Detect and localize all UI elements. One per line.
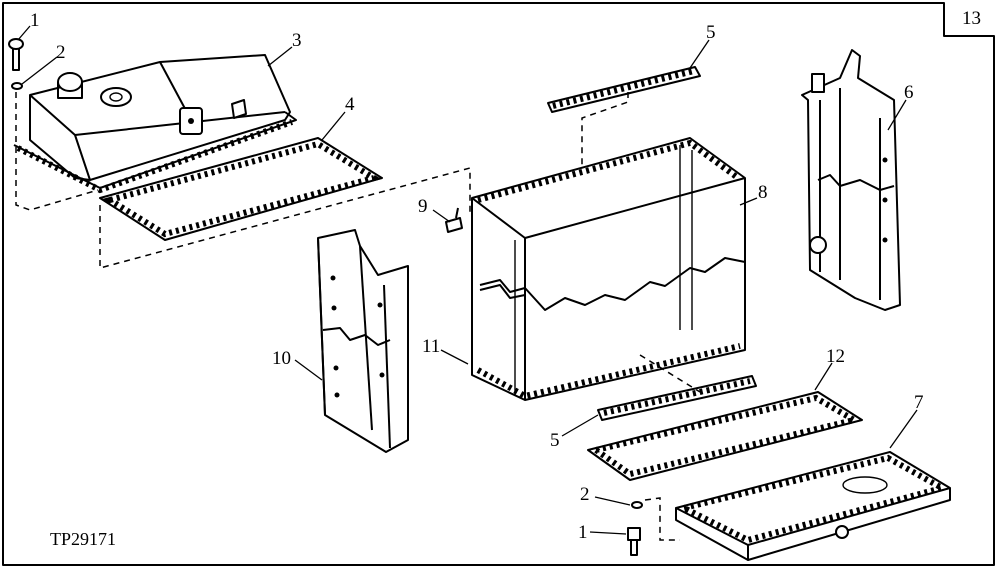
- callout-10: 10: [272, 348, 291, 369]
- callout-11: 11: [422, 336, 440, 357]
- seal-strip-top: [547, 66, 701, 113]
- seal-strip-bottom: [597, 375, 757, 421]
- dash-bolt-top: [15, 92, 99, 211]
- callout-2-bottom: 2: [580, 484, 590, 505]
- callout-13: 13: [962, 8, 981, 29]
- callout-2-top: 2: [56, 42, 66, 63]
- dash-core-strip: [639, 354, 701, 393]
- dash-bolt-bottom: [644, 497, 680, 541]
- callout-1-bottom: 1: [578, 522, 588, 543]
- callout-5-bottom: 5: [550, 430, 560, 451]
- side-panel-left: [317, 229, 409, 453]
- bottom-tank: [675, 451, 951, 561]
- dash-gasket-tank: [99, 167, 471, 269]
- bolt-top: [8, 38, 24, 90]
- callout-7: 7: [914, 392, 924, 413]
- side-panel-right: [801, 49, 901, 311]
- callout-12: 12: [826, 346, 845, 367]
- nut-9: [445, 207, 463, 233]
- callout-4: 4: [345, 94, 355, 115]
- gasket-top: [99, 137, 383, 241]
- callout-3: 3: [292, 30, 302, 51]
- dash-strip-core: [581, 92, 629, 168]
- callout-labels: 1 2 3 4 5 6 7 8 9 10 11 12 5 2 1 13 TP29…: [30, 8, 981, 549]
- callout-6: 6: [904, 82, 914, 103]
- callout-8: 8: [758, 182, 768, 203]
- top-tank: [13, 54, 297, 194]
- leader-lines: [17, 25, 918, 535]
- radiator-core: [471, 137, 746, 401]
- figure-id: TP29171: [50, 529, 116, 549]
- callout-5-top: 5: [706, 22, 716, 43]
- callout-1-top: 1: [30, 10, 40, 31]
- gasket-bottom: [587, 391, 863, 481]
- callout-9: 9: [418, 196, 428, 217]
- bolt-bottom: [627, 501, 643, 556]
